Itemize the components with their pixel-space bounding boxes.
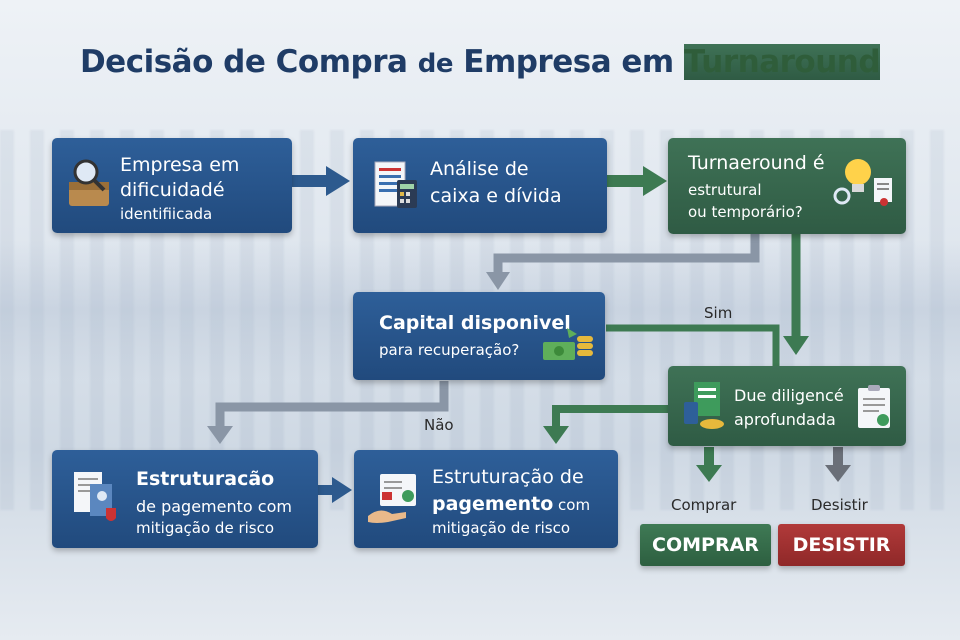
magnifier-briefcase-icon	[69, 159, 109, 206]
node-estruturacao-1: Estruturacão de pagemento com mitigação …	[52, 450, 318, 548]
lightbulb-document-icon	[833, 159, 892, 206]
page-title: Decisão de Compra de Empresa em Turnarou…	[79, 44, 881, 80]
arrow-analise-to-turnaround	[607, 166, 667, 196]
node-due-line1: Due diligencé	[734, 386, 844, 405]
node-due-diligence: Due diligencé aprofundada	[668, 366, 906, 446]
arrow-due-to-desistir	[825, 447, 851, 482]
money-coins-icon	[543, 328, 593, 360]
arrow-due-to-estr2	[543, 405, 668, 444]
arrow-capital-sim-to-due	[606, 324, 780, 366]
node-analise-caixa-divida: Análise de caixa e dívida	[353, 138, 607, 233]
desistir-button[interactable]: DESISTIR	[778, 524, 905, 566]
node-empresa-line3: identifiicada	[120, 205, 213, 223]
node-due-line2: aprofundada	[734, 410, 836, 429]
node-estr2-line3: mitigação de risco	[432, 519, 571, 537]
node-analise-line2: caixa e dívida	[430, 185, 562, 207]
arrow-estr1-to-estr2	[318, 477, 352, 503]
node-capital-disponivel: Capital disponivel para recuperação?	[353, 292, 605, 380]
arrow-turnaround-to-capital	[486, 234, 760, 290]
handshake-document-icon	[368, 474, 416, 523]
comprar-button[interactable]: COMPRAR	[640, 524, 771, 566]
node-estruturacao-2: Estruturação de pagemento com mitigação …	[354, 450, 618, 548]
node-estr1-line2: de pagemento com	[136, 497, 292, 516]
node-empresa-line1: Empresa em	[120, 154, 240, 176]
node-estr2-line1: Estruturação de	[432, 466, 584, 488]
label-desistir: Desistir	[811, 496, 868, 514]
spreadsheet-calculator-icon	[374, 161, 417, 208]
label-nao: Não	[424, 416, 454, 434]
node-capital-line2: para recuperação?	[379, 341, 520, 359]
node-empresa-line2: dificuidadé	[120, 179, 225, 201]
documents-shield-icon	[74, 472, 116, 521]
label-sim: Sim	[704, 304, 733, 322]
node-empresa-em-dificuldade: Empresa em dificuidadé identifiicada	[52, 138, 292, 233]
node-turnaround-line1: Turnaeround é	[688, 152, 825, 174]
node-turnaround-line2: estrutural	[688, 181, 762, 199]
arrow-empresa-to-analise	[292, 166, 350, 196]
node-estr1-line1: Estruturacão	[136, 468, 275, 490]
node-estr1-line3: mitigação de risco	[136, 519, 275, 537]
node-turnaround-estrutural: Turnaeround é estrutural ou temporário?	[668, 138, 906, 234]
node-turnaround-line3: ou temporário?	[688, 203, 803, 221]
node-estr2-line2: pagemento com	[432, 493, 591, 515]
clipboard-check-icon	[858, 385, 890, 428]
checklist-coins-icon	[684, 382, 724, 429]
arrow-due-to-comprar	[696, 447, 722, 482]
arrow-turnaround-to-due	[783, 234, 809, 355]
label-comprar: Comprar	[671, 496, 737, 514]
node-analise-line1: Análise de	[430, 158, 529, 180]
node-capital-line1: Capital disponivel	[379, 312, 571, 334]
arrow-capital-nao-to-estr1	[207, 381, 449, 444]
